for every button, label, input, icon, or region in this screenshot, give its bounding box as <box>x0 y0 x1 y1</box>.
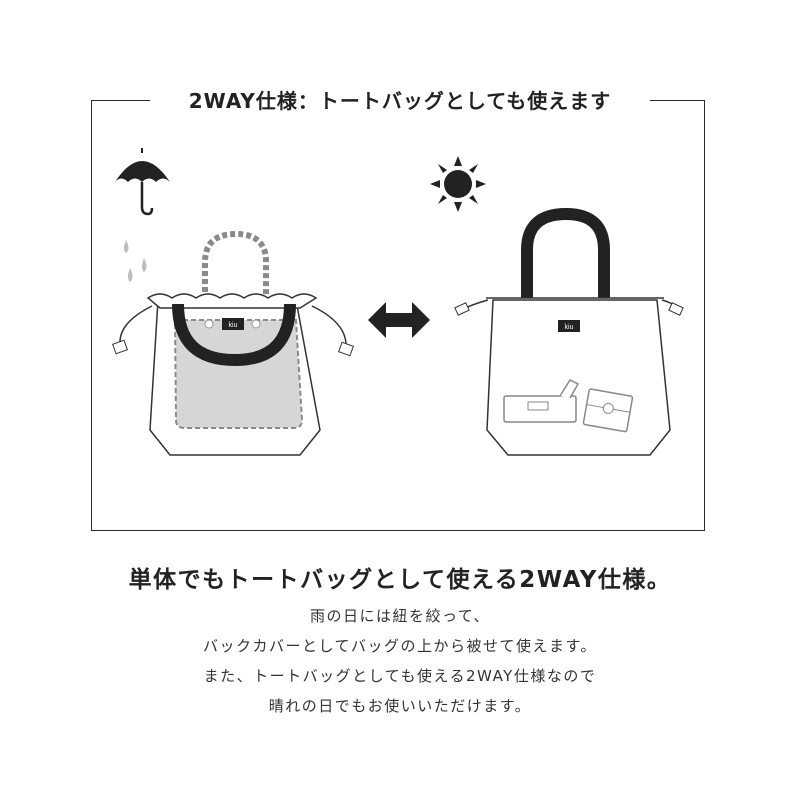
cover-bag-illustration: kiu <box>112 230 354 456</box>
body-line-2: バックカバーとしてバッグの上から被せて使えます。 <box>202 637 598 655</box>
sun-icon <box>430 156 486 212</box>
body-line-3: また、トートバッグとしても使える2WAY仕様なので <box>203 667 597 685</box>
frame-title: 2WAY仕様：トートバッグとしても使えます <box>150 86 650 116</box>
raindrop-icon <box>124 240 147 282</box>
headline: 単体でもトートバッグとして使える2WAY仕様。 <box>128 567 672 593</box>
bag-label: kiu <box>229 322 238 329</box>
body-line-4: 晴れの日でもお使いいただけます。 <box>268 697 532 715</box>
body-line-1: 雨の日には紐を絞って、 <box>309 607 490 625</box>
tote-bag-illustration: kiu <box>454 207 684 456</box>
double-arrow-icon <box>368 302 430 338</box>
umbrella-icon <box>115 148 170 216</box>
bag-label: kiu <box>565 324 574 331</box>
